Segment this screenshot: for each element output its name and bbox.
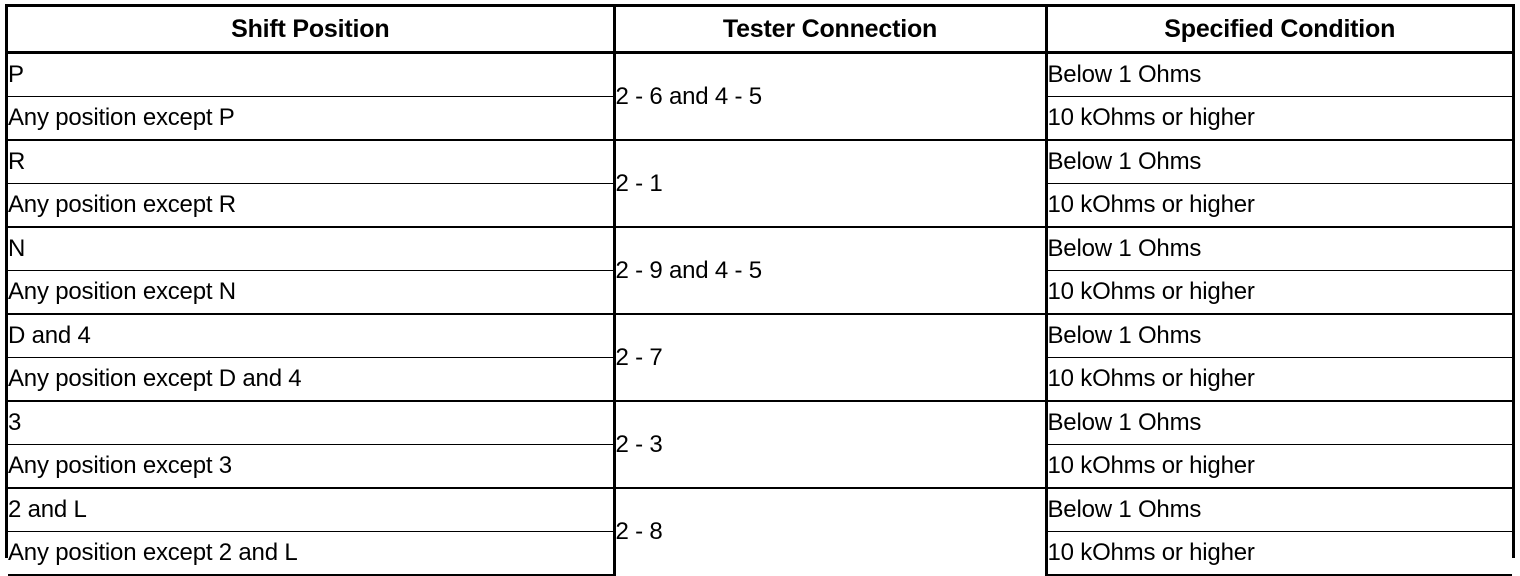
shift-position-spec-table: Shift Position Tester Connection Specifi… (8, 7, 1512, 576)
cell-specified-condition: 10 kOhms or higher (1046, 270, 1512, 315)
cell-tester-connection: 2 - 1 (614, 140, 1048, 228)
cell-specified-condition: Below 1 Ohms (1046, 488, 1512, 532)
table-row: Any position except 3 10 kOhms or higher (8, 444, 1512, 489)
cell-shift-position: 2 and L (8, 488, 616, 532)
cell-specified-condition: Below 1 Ohms (1046, 314, 1512, 358)
cell-shift-position: P (8, 52, 616, 97)
table-row: Any position except R 10 kOhms or higher (8, 183, 1512, 228)
table-header-row: Shift Position Tester Connection Specifi… (8, 7, 1512, 54)
cell-shift-position: Any position except 2 and L (8, 531, 616, 576)
spec-table-container: Shift Position Tester Connection Specifi… (5, 4, 1515, 576)
table-header: Shift Position Tester Connection Specifi… (8, 7, 1512, 54)
cell-tester-connection: 2 - 9 and 4 - 5 (614, 227, 1048, 315)
cell-shift-position: Any position except P (8, 96, 616, 141)
cell-tester-connection: 2 - 8 (614, 488, 1048, 575)
cell-shift-position: Any position except N (8, 270, 616, 315)
cell-specified-condition: Below 1 Ohms (1046, 227, 1512, 271)
cell-shift-position: 3 (8, 401, 616, 445)
cell-specified-condition: 10 kOhms or higher (1046, 357, 1512, 402)
column-header-shift-position: Shift Position (8, 7, 616, 54)
cell-shift-position: N (8, 227, 616, 271)
cell-specified-condition: 10 kOhms or higher (1046, 183, 1512, 228)
cell-shift-position: D and 4 (8, 314, 616, 358)
cell-specified-condition: Below 1 Ohms (1046, 52, 1512, 97)
cell-shift-position: R (8, 140, 616, 184)
cell-specified-condition: 10 kOhms or higher (1046, 96, 1512, 141)
table-row: Any position except D and 4 10 kOhms or h… (8, 357, 1512, 402)
cell-specified-condition: 10 kOhms or higher (1046, 444, 1512, 489)
cell-specified-condition: Below 1 Ohms (1046, 401, 1512, 445)
cell-specified-condition: 10 kOhms or higher (1046, 531, 1512, 576)
cell-tester-connection: 2 - 7 (614, 314, 1048, 402)
column-header-tester-connection: Tester Connection (614, 7, 1048, 54)
cell-tester-connection: 2 - 3 (614, 401, 1048, 489)
table-row: Any position except N 10 kOhms or higher (8, 270, 1512, 315)
column-header-specified-condition: Specified Condition (1046, 7, 1512, 54)
cell-specified-condition: Below 1 Ohms (1046, 140, 1512, 184)
cell-shift-position: Any position except D and 4 (8, 357, 616, 402)
table-row: Any position except P 10 kOhms or higher (8, 96, 1512, 141)
cell-shift-position: Any position except 3 (8, 444, 616, 489)
cell-shift-position: Any position except R (8, 183, 616, 228)
cell-tester-connection: 2 - 6 and 4 - 5 (614, 52, 1048, 141)
